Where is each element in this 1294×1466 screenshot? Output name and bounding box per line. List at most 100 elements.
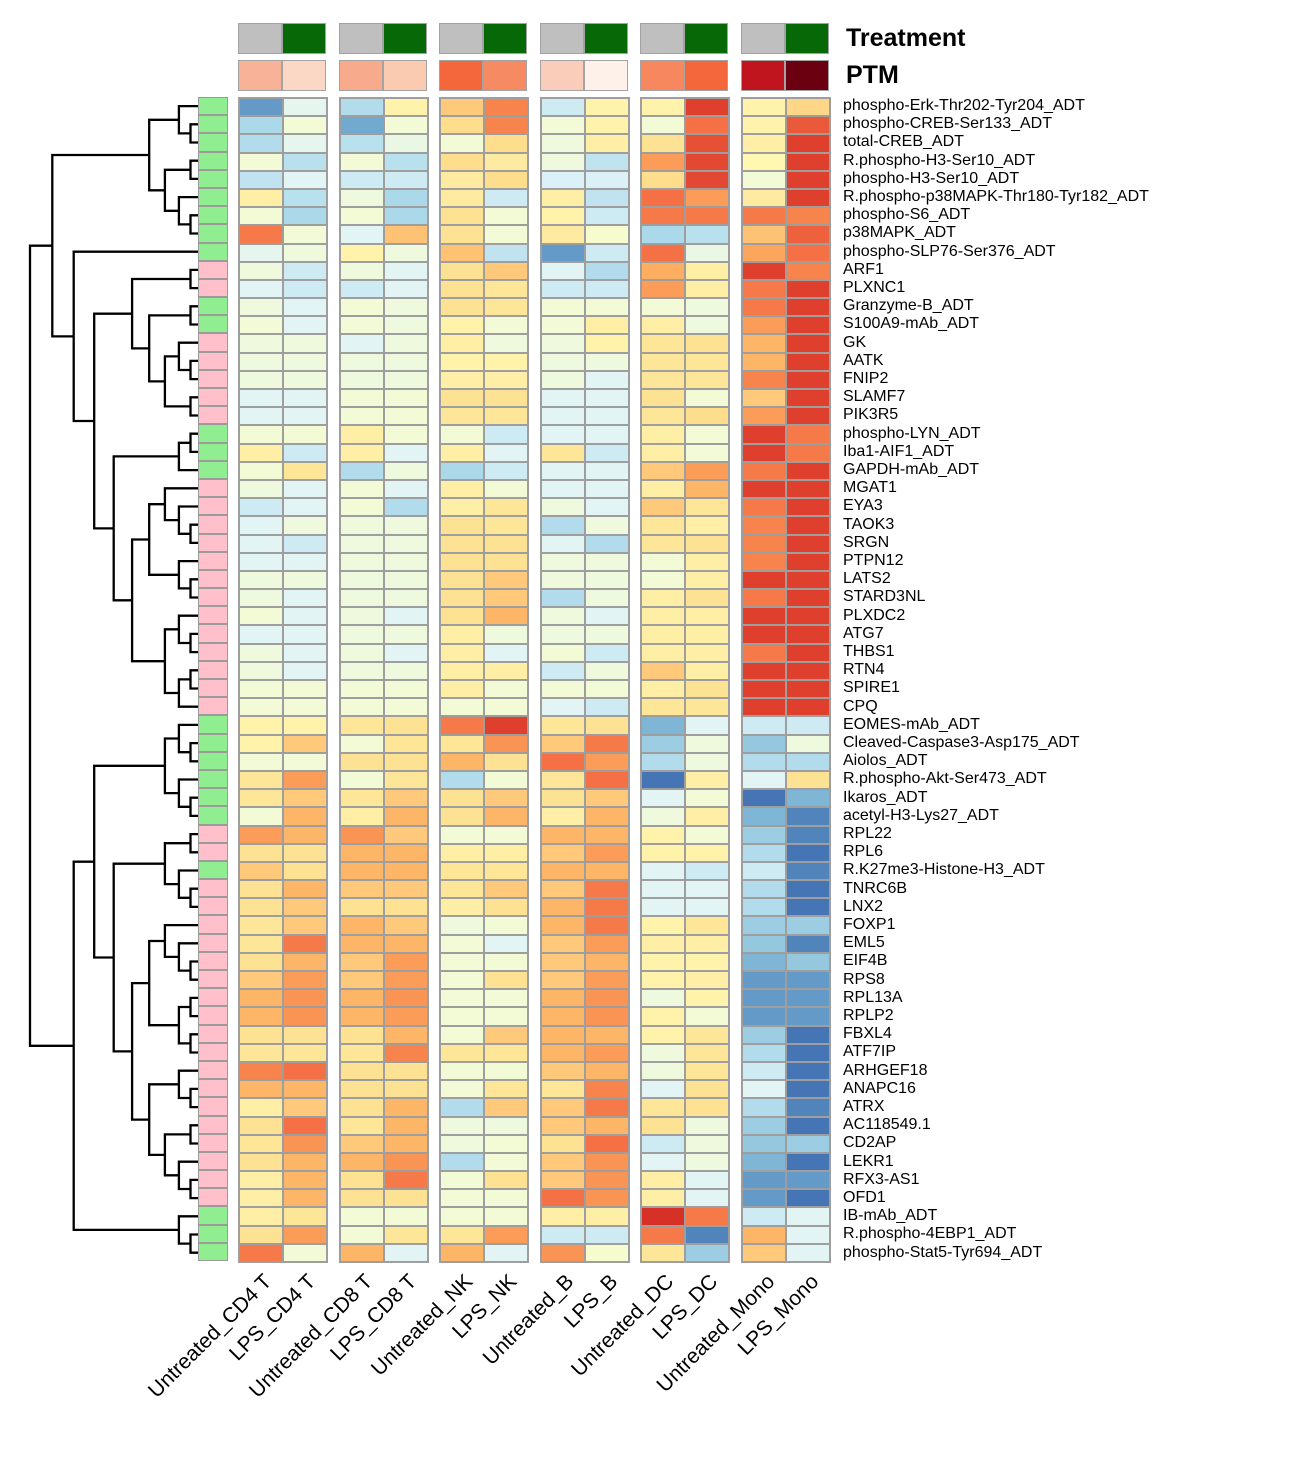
heatmap-cell [584,516,629,535]
heatmap-cell [641,1243,686,1262]
row-label: Granzyme-B_ADT [843,297,974,315]
heatmap-cell [440,261,485,280]
row-label: LNX2 [843,897,884,915]
row-type-annotation-cell [198,588,228,607]
heatmap-cell [239,370,283,389]
heatmap-cell [742,534,786,553]
heatmap-cell [283,1007,327,1026]
heatmap-cell [641,389,686,408]
heatmap-cell [742,1080,786,1099]
heatmap-cell [383,552,428,571]
row-type-annotation-cell [198,169,228,188]
row-type-annotation-cell [198,897,228,916]
row-label: TNRC6B [843,879,908,897]
heatmap-cell [641,698,686,717]
heatmap-cell [641,661,686,680]
heatmap-cell [685,1116,730,1135]
row-label: RPL13A [843,988,903,1006]
heatmap-cell [685,716,730,735]
heatmap-cell [239,570,283,590]
heatmap-cell [540,188,585,208]
heatmap-cell [484,1098,529,1117]
heatmap-cell [584,698,629,717]
heatmap-cell [540,479,585,499]
heatmap-cell [742,243,786,262]
row-type-annotation-cell [198,642,228,661]
heatmap-cell [484,1025,529,1044]
heatmap-cell [584,389,629,408]
heatmap-cell [440,316,485,335]
heatmap-cell [685,516,730,535]
row-label: SRGN [843,533,890,551]
heatmap-cell [685,98,730,117]
row-label: RPL22 [843,825,892,843]
heatmap-cell [383,1116,428,1135]
heatmap-cell [685,861,730,881]
ptm-annotation-cell [539,60,584,91]
heatmap-cell [685,188,730,208]
heatmap-cell [540,279,585,299]
heatmap-cell [239,225,283,244]
heatmap-cell [540,971,585,990]
row-type-annotation-cell [198,660,228,679]
heatmap-cell [383,916,428,935]
heatmap-cell [540,643,585,662]
heatmap-cell [283,425,327,444]
heatmap-cell [641,207,686,226]
heatmap-cell [641,607,686,626]
row-label: OFD1 [843,1189,886,1207]
heatmap-cell [584,770,629,790]
row-type-annotation-cell [198,1151,228,1171]
heatmap-cell [641,534,686,553]
heatmap-cell [339,207,384,226]
heatmap-cell [383,807,428,826]
heatmap-cell [584,425,629,444]
row-label: phospho-S6_ADT [843,206,971,224]
heatmap-cell [239,1098,283,1117]
heatmap-cell [283,934,327,953]
heatmap-cell [339,443,384,462]
heatmap-cell [484,534,529,553]
heatmap-cell [383,661,428,680]
heatmap-cell [742,498,786,517]
heatmap-cell [440,552,485,571]
heatmap-cell [283,352,327,371]
heatmap-cell [685,498,730,517]
row-type-annotation-cell [198,879,228,898]
heatmap-cell [383,188,428,208]
heatmap-cell [484,498,529,517]
ptm-annotation-cell [583,60,628,91]
heatmap-cell [440,934,485,953]
heatmap-cell [786,98,830,117]
heatmap-cell [641,861,686,881]
heatmap-cell [742,1225,786,1244]
heatmap-cell [540,1025,585,1044]
heatmap-cell [440,952,485,971]
heatmap-cell [383,570,428,590]
heatmap-cell [339,643,384,662]
heatmap-cell [283,1116,327,1135]
heatmap-cell [786,898,830,917]
heatmap-cell [383,279,428,299]
heatmap-cell [440,807,485,826]
heatmap-cell [283,607,327,626]
heatmap-cell [641,116,686,135]
row-type-annotation-cell [198,388,228,407]
heatmap-cell [383,207,428,226]
row-label: AATK [843,351,884,369]
heatmap-cell [584,843,629,862]
heatmap-cell [641,952,686,971]
heatmap-cell [584,825,629,844]
heatmap-cell [742,1152,786,1172]
heatmap-cell [540,389,585,408]
heatmap-cell [540,1225,585,1244]
heatmap-cell [383,134,428,153]
heatmap-cell [685,1207,730,1226]
row-label: total-CREB_ADT [843,133,964,151]
heatmap-cell [685,1152,730,1172]
heatmap-cell [339,698,384,717]
heatmap-cell [685,934,730,953]
heatmap-cell [239,680,283,699]
row-type-annotation-cell [198,115,228,134]
row-label: phospho-CREB-Ser133_ADT [843,115,1052,133]
